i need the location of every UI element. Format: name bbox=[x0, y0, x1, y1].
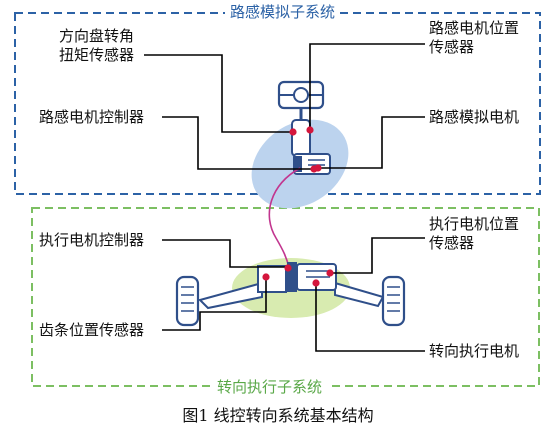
label-feel-motor: 路感模拟电机 bbox=[429, 108, 520, 126]
callout-lines bbox=[144, 43, 425, 352]
marker-exec-motor-position bbox=[326, 269, 334, 277]
callout-exec-motor-controller bbox=[162, 239, 288, 268]
marker-feel-motor-position bbox=[306, 126, 314, 134]
marker-feel-motor bbox=[314, 164, 322, 172]
label-exec-motor-position-line1: 执行电机位置 bbox=[429, 215, 520, 233]
label-steering-sensor-line2: 扭矩传感器 bbox=[59, 46, 135, 64]
road-feel-subsystem-title: 路感模拟子系统 bbox=[225, 3, 341, 21]
marker-steering-sensor bbox=[289, 128, 297, 136]
label-steering-motor: 转向执行电机 bbox=[429, 342, 520, 360]
callout-feel-motor-controller bbox=[162, 116, 314, 170]
figure-caption: 图1 线控转向系统基本结构 bbox=[182, 406, 374, 425]
label-steering-sensor-line1: 方向盘转角 bbox=[59, 27, 135, 45]
control-wire bbox=[268, 167, 301, 269]
steering-execution-subsystem-title: 转向执行子系统 bbox=[212, 378, 328, 396]
callout-steering-motor bbox=[315, 283, 425, 352]
marker-rack-sensor bbox=[262, 273, 270, 281]
callout-steering-sensor bbox=[144, 54, 293, 133]
callout-exec-motor-position bbox=[330, 237, 425, 274]
marker-steering-motor bbox=[312, 279, 320, 287]
left-wheel bbox=[175, 275, 200, 327]
marker-exec-motor-controller bbox=[284, 264, 292, 272]
label-exec-motor-position-line2: 传感器 bbox=[429, 234, 475, 252]
label-feel-motor-position-line1: 路感电机位置 bbox=[429, 19, 520, 37]
label-feel-motor-position-line2: 传感器 bbox=[429, 38, 475, 56]
label-feel-motor-controller: 路感电机控制器 bbox=[39, 108, 145, 126]
label-exec-motor-controller: 执行电机控制器 bbox=[39, 231, 145, 249]
steering-column bbox=[291, 108, 311, 157]
callout-rack-sensor bbox=[162, 277, 267, 331]
steering-rack bbox=[198, 262, 385, 310]
steering-wheel bbox=[277, 80, 325, 110]
label-rack-sensor: 齿条位置传感器 bbox=[39, 321, 145, 339]
callout-feel-motor bbox=[318, 116, 425, 169]
callout-feel-motor-position bbox=[309, 43, 425, 130]
markers bbox=[262, 126, 334, 287]
right-wheel bbox=[381, 275, 406, 327]
